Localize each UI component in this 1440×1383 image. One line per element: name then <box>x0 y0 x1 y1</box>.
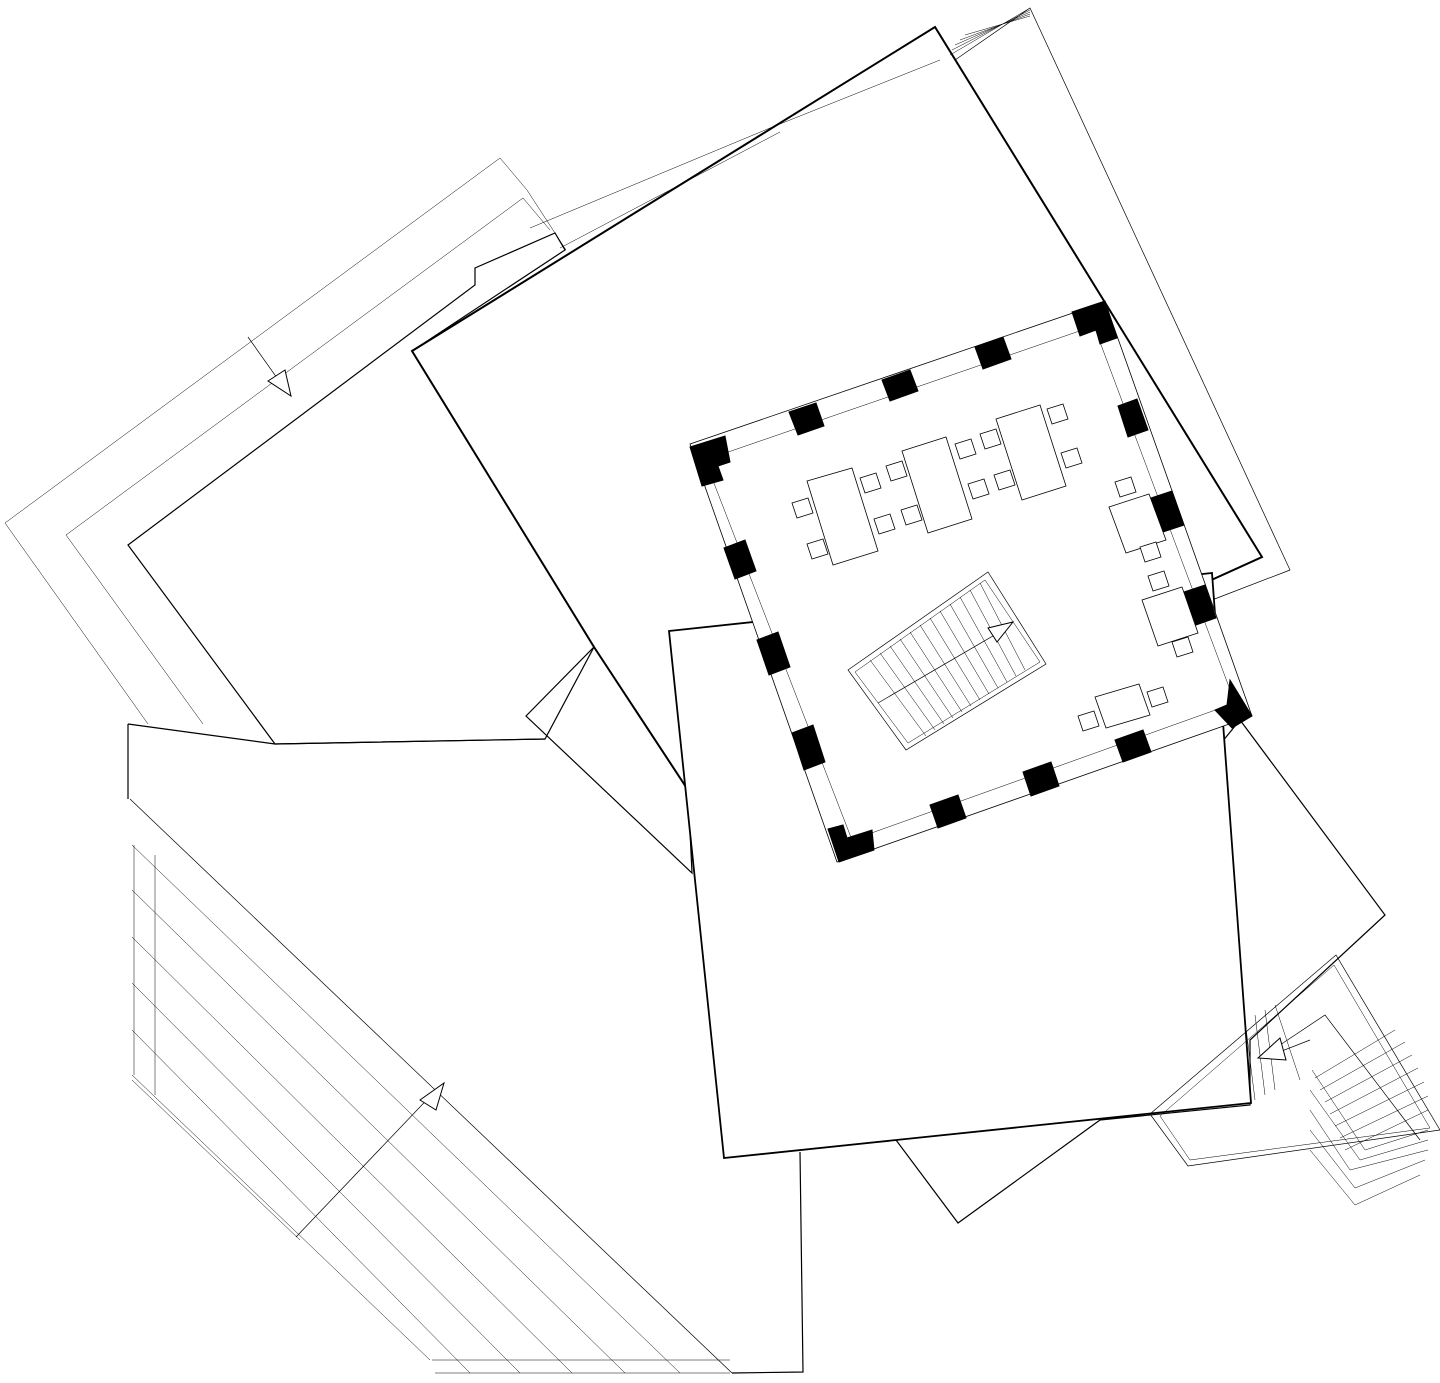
column-corner-sw <box>827 824 875 863</box>
column-corner-ne <box>1071 300 1118 345</box>
table-5 <box>1141 586 1199 647</box>
upper-left-block <box>127 232 595 745</box>
direction-arrows <box>247 336 1311 1238</box>
arrow-lower-right <box>1256 1037 1311 1061</box>
stair-tower-lower-right <box>1149 954 1440 1206</box>
table-1 <box>806 467 879 566</box>
table-2 <box>901 436 973 534</box>
chairs <box>791 403 1194 732</box>
column-e3 <box>1183 584 1217 626</box>
arrow-central-stair <box>987 621 1015 643</box>
column-corner-nw <box>689 435 731 487</box>
lower-left-seating <box>127 723 804 1374</box>
columns <box>689 300 1253 863</box>
column-n2 <box>881 369 919 402</box>
column-n1 <box>788 402 825 436</box>
column-s2 <box>1022 761 1060 797</box>
outer-shell-right <box>949 7 1291 601</box>
column-s1 <box>929 794 967 829</box>
column-corner-se <box>1214 678 1253 729</box>
column-s3 <box>1114 729 1152 763</box>
column-n3 <box>974 336 1012 370</box>
column-w1 <box>723 539 757 580</box>
furniture <box>791 403 1199 732</box>
arrow-lower-left <box>295 1081 445 1238</box>
lower-right-wedge <box>895 719 1386 1224</box>
central-stair <box>847 571 1047 751</box>
arrow-upper-left <box>247 336 292 398</box>
table-3 <box>995 404 1067 501</box>
column-w2 <box>756 631 791 676</box>
table-4 <box>1108 493 1167 554</box>
table-6 <box>1094 683 1151 729</box>
column-w3 <box>791 724 826 771</box>
column-e1 <box>1117 398 1149 438</box>
